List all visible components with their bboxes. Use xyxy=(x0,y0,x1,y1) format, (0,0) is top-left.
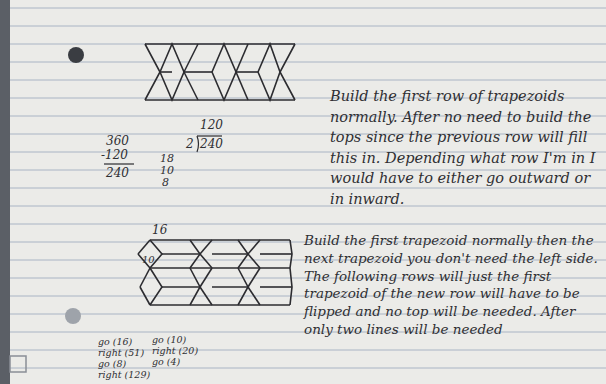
math-number: 10 xyxy=(160,164,174,177)
rule-lines xyxy=(0,8,606,368)
move-note: go (16) xyxy=(98,336,132,347)
move-note: right (129) xyxy=(98,369,150,380)
binder-hole xyxy=(68,47,84,63)
math-number: 18 xyxy=(160,152,174,165)
handwritten-note: Build the first row of trapezoids normal… xyxy=(330,86,598,209)
move-note: go (4) xyxy=(152,356,180,367)
math-number: 2 xyxy=(186,137,194,151)
binder-hole xyxy=(65,308,81,324)
dimension-number: 10 xyxy=(142,254,155,266)
page-logo xyxy=(10,356,26,372)
math-number: -120 xyxy=(101,148,128,162)
math-number: 240 xyxy=(200,137,223,151)
math-number: 240 xyxy=(106,166,129,180)
trapezoid-rows xyxy=(138,240,292,305)
move-note: right (20) xyxy=(152,345,198,356)
math-number: 120 xyxy=(200,118,223,132)
move-note: right (51) xyxy=(98,347,144,358)
move-note: go (10) xyxy=(152,334,186,345)
handwritten-note: Build the first trapezoid normally then … xyxy=(304,232,602,339)
trapezoid-tiling xyxy=(145,44,295,100)
page-edge xyxy=(0,0,10,384)
dimension-number: 16 xyxy=(152,223,167,237)
math-number: 360 xyxy=(106,134,129,148)
move-note: go (8) xyxy=(98,358,126,369)
math-number: 8 xyxy=(162,176,169,189)
